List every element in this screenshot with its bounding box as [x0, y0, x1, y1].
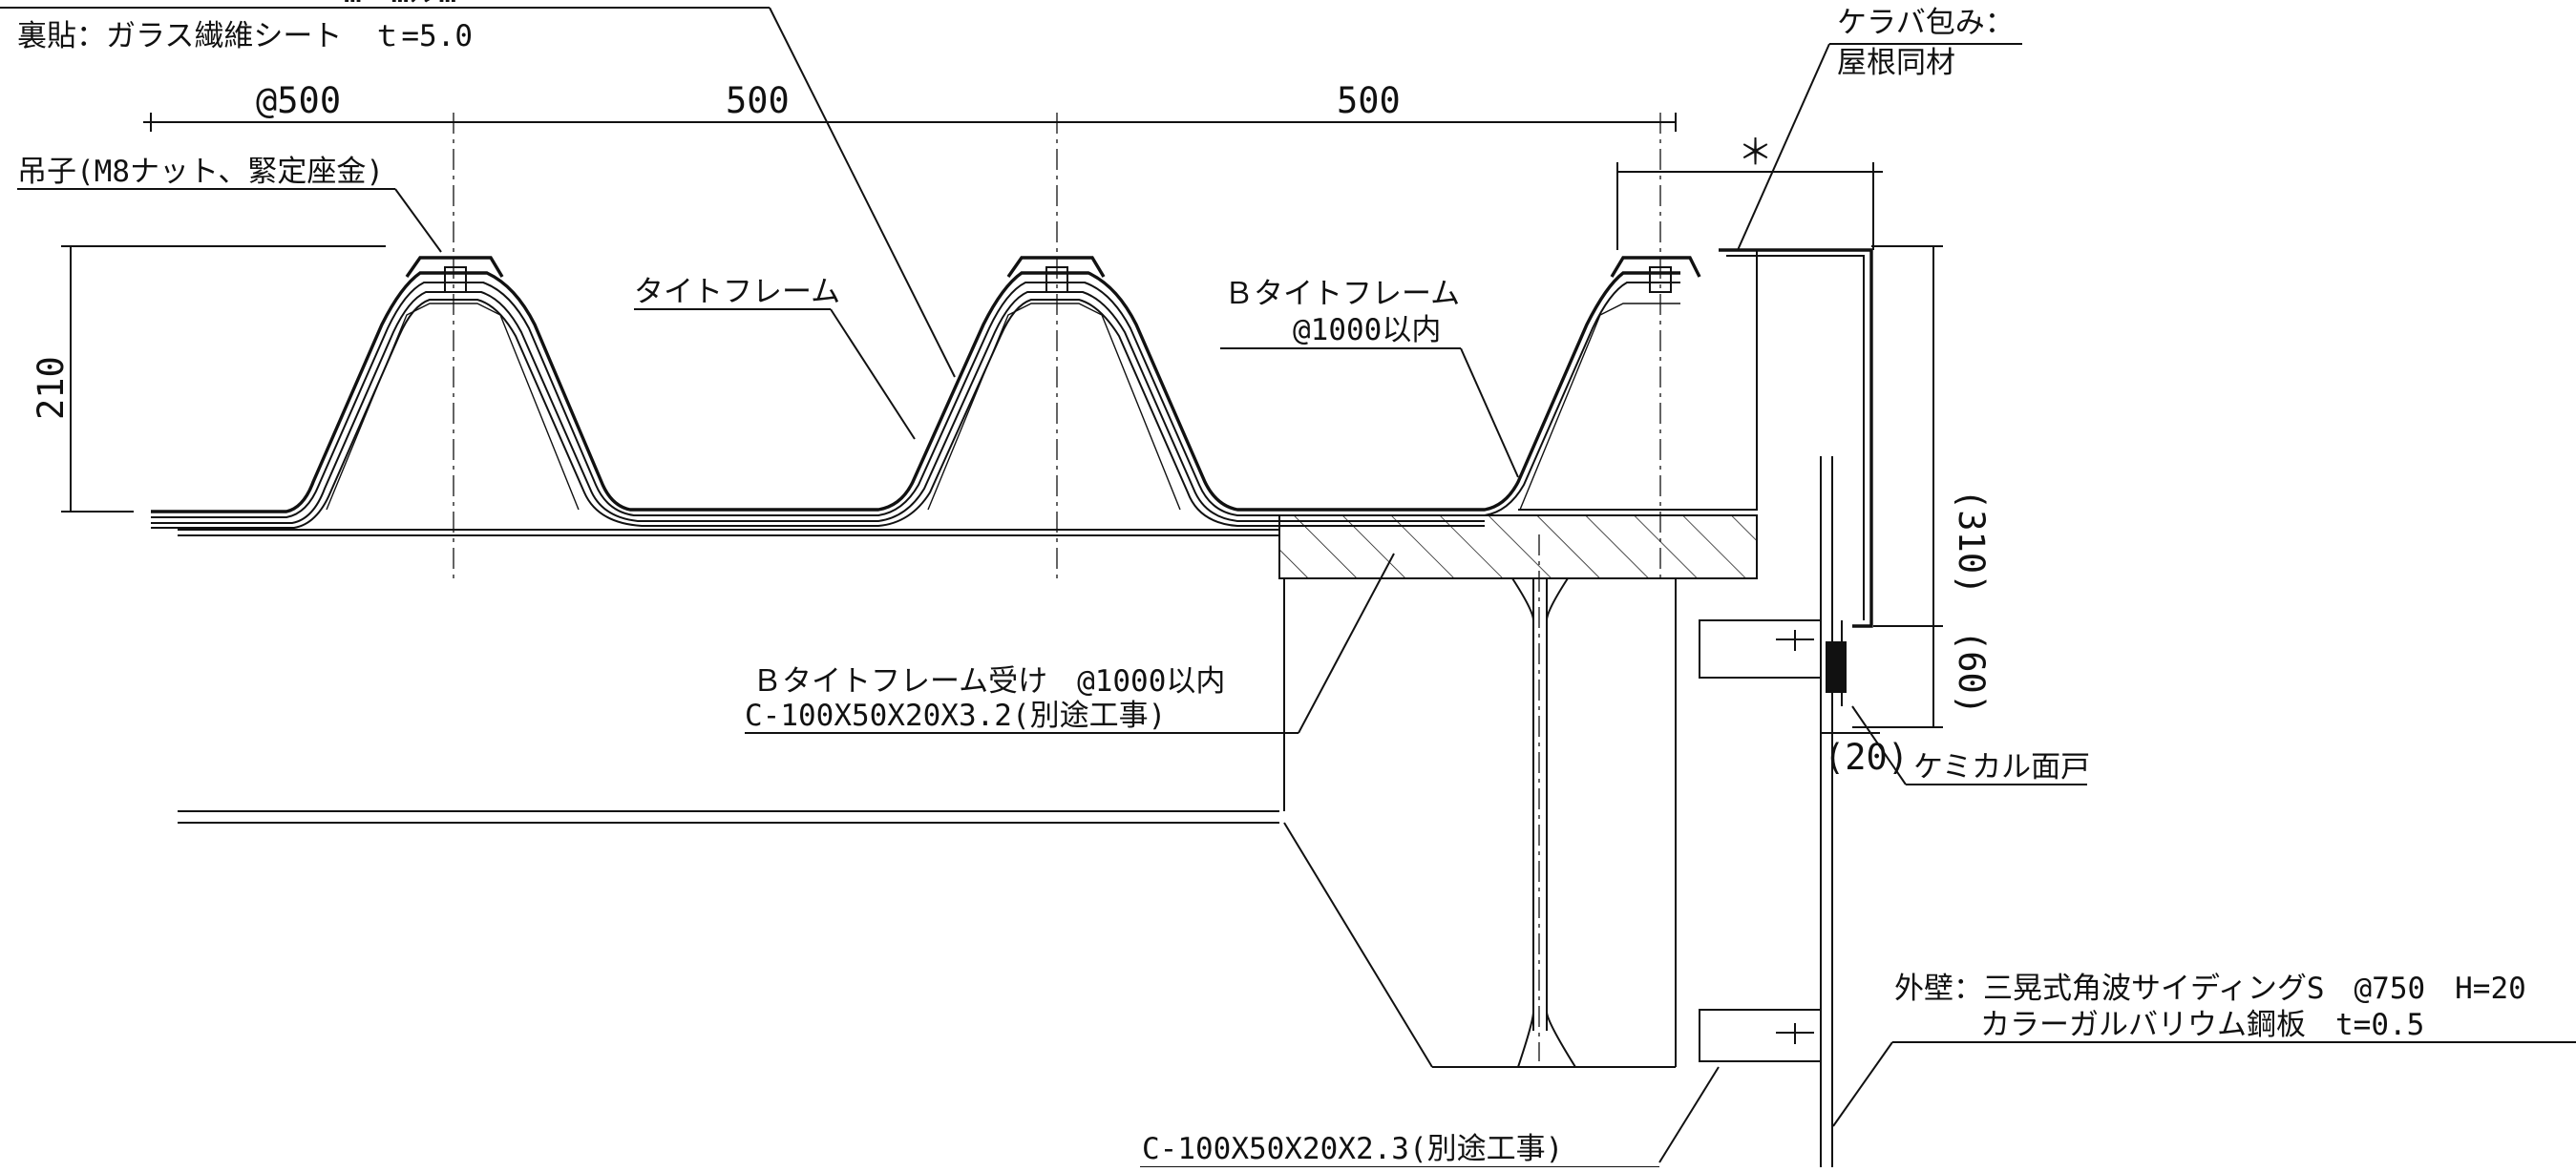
wall-bracket-upper — [1699, 619, 1723, 679]
wall-bolt-upper — [1776, 630, 1814, 651]
tight-frame — [326, 303, 1680, 511]
dim-pitch-1: @500 — [256, 80, 341, 121]
tight-frame-1 — [326, 303, 580, 511]
roof-panel — [151, 256, 1701, 529]
note-wall-1: 外壁：三晃式角波サイディングS @750 H=20 — [1894, 972, 2526, 1006]
roof-panel-inner-line — [151, 282, 1680, 518]
wall-bolt-lower — [1776, 1023, 1814, 1044]
note-top-cut: …ー…ル… — [344, 0, 456, 10]
note-b-tight-frame-pitch: @1000以内 — [1293, 313, 1441, 347]
note-b-frame-support-2: C-100X50X20X3.2(別途工事) — [745, 699, 1166, 733]
note-purlin-lower: C-100X50X20X2.3(別途工事) — [1142, 1132, 1563, 1166]
haunch-diagonal — [1283, 822, 1433, 1068]
seam-cap-1 — [405, 256, 504, 278]
leader-purlin-diag — [1658, 1066, 1720, 1163]
roof-panel-outer-line — [151, 271, 1680, 513]
note-wall-2: カラーガルバリウム鋼板 t=0.5 — [1980, 1008, 2424, 1042]
dim-star: ＊ — [1738, 132, 1773, 173]
tight-frame-2 — [927, 303, 1181, 511]
leader-top-diag — [769, 7, 956, 378]
leader-barge-diag — [1737, 43, 1830, 251]
note-chemical: ケミカル面戸 — [1913, 750, 2090, 785]
web-fillet-bottom — [1517, 1011, 1576, 1068]
tight-frame-3 — [1519, 303, 1680, 511]
b-frame-support-hatch — [1278, 514, 1758, 579]
dim-height-210: 210 — [31, 356, 72, 420]
note-barge-2: 屋根同材 — [1837, 46, 1955, 80]
note-backing: 裏貼：ガラス繊維シート ｔ=5.0 — [17, 19, 473, 53]
wall-siding — [1699, 456, 1847, 1167]
chemical-closure — [1826, 641, 1847, 693]
seam-cap-3 — [1610, 256, 1701, 278]
barge-flashing — [1719, 248, 1873, 628]
note-barge-1: ケラバ包み： — [1837, 6, 2015, 40]
dim-20: (20) — [1824, 737, 1909, 778]
leader-wall-diag — [1832, 1041, 1893, 1127]
hanger-nut-1 — [444, 266, 467, 293]
wall-purlin-upper — [1700, 619, 1821, 679]
note-tight-frame: タイトフレーム — [634, 275, 840, 309]
wall-bracket-lower — [1699, 1009, 1723, 1062]
dim-pitch-3: 500 — [1337, 80, 1401, 121]
b-tight-frame-bracket — [1518, 249, 1758, 511]
note-b-frame-support-1: Ｂタイトフレーム受け @1000以内 — [752, 664, 1225, 699]
web-fillet-top — [1511, 577, 1569, 621]
barge-flashing-inner — [1726, 255, 1865, 620]
leader-support-diag — [1298, 553, 1395, 734]
steel-column — [1283, 577, 1677, 1068]
dim-60: (60) — [1951, 630, 1992, 715]
leader-bframe-diag — [1460, 347, 1519, 478]
leader-tight-diag — [830, 308, 916, 440]
dim-310: (310) — [1951, 489, 1992, 595]
leader-chem-diag — [1851, 705, 1907, 785]
dim-pitch-2: 500 — [726, 80, 790, 121]
dimension-lines — [61, 113, 1943, 734]
leader-hanger-diag — [394, 188, 442, 253]
leader-lines — [0, 7, 2576, 1168]
wall-purlin-lower — [1700, 1009, 1821, 1062]
note-b-tight-frame: Ｂタイトフレーム — [1224, 277, 1460, 311]
roof-panel-backing-line — [151, 299, 1485, 529]
roof-panel-insulation-line — [151, 291, 1485, 524]
note-hanger: 吊子(M8ナット、緊定座金) — [17, 155, 384, 189]
